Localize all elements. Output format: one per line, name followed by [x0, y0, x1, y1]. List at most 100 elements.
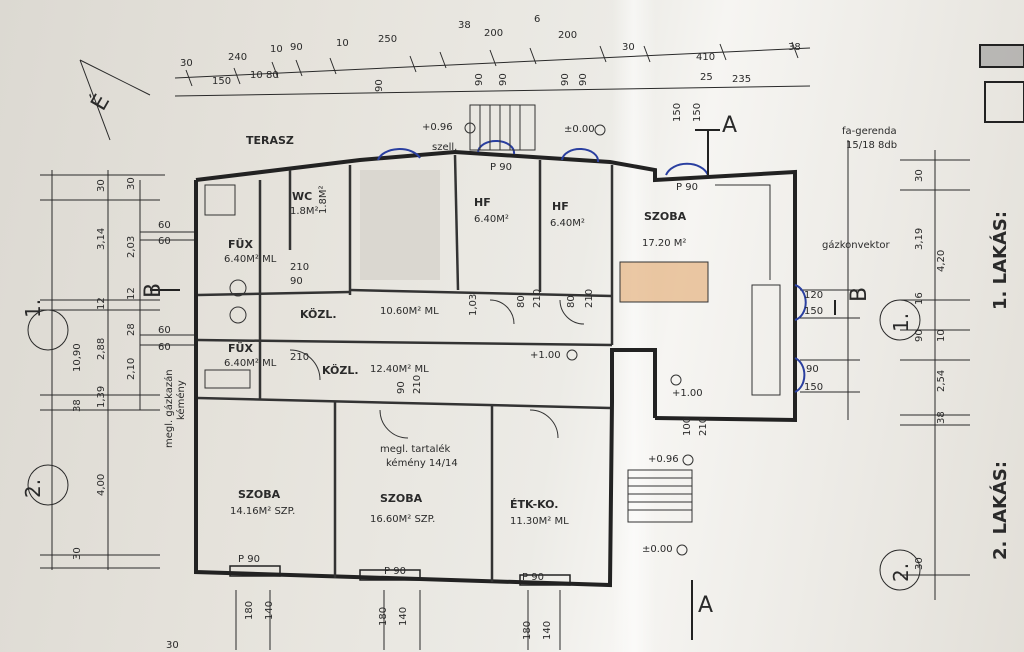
room-szoba-3-name: SZOBA — [380, 492, 423, 505]
top-dim-1: 30 — [180, 58, 193, 69]
left-dim-3: 3,14 — [96, 228, 107, 250]
axis-circle-1-right — [879, 299, 921, 341]
room-hf-2-name: HF — [552, 200, 569, 213]
right-dim-1: 30 — [914, 169, 925, 182]
room-kozl-2-name: KÖZL. — [322, 363, 359, 377]
top-dim-7: 38 — [458, 20, 471, 31]
top-dim-5: 10 — [336, 38, 349, 49]
outer-wall-north-east — [195, 149, 797, 423]
right-dim-5: 90 — [914, 329, 925, 342]
room-kozl-2-area: 12.40M² ML — [370, 364, 429, 375]
room-szoba-2-name: SZOBA — [238, 488, 281, 501]
bottom-dim-3: 180 — [378, 607, 389, 626]
window-south-1 — [229, 565, 281, 577]
top-dim-13: 38 — [788, 42, 801, 53]
window-south-2 — [359, 569, 421, 581]
top-dimension-line-1 — [174, 47, 811, 79]
misc-dim-3: 210 — [290, 352, 309, 363]
misc-dim-6: 1,03 — [468, 294, 479, 316]
misc-dim-12: 210 — [412, 375, 423, 394]
stair-wall — [610, 348, 657, 418]
room-etk-ko-name: ÉTK-KO. — [510, 498, 558, 511]
level-1: +0.96 — [422, 122, 453, 133]
left-dim-6: 1,39 — [96, 386, 107, 408]
top-dim-9: 6 — [534, 14, 540, 25]
note-fa-gerenda: fa-gerenda — [842, 126, 897, 137]
left-dim-4: 12 — [96, 297, 107, 310]
left-inner-dim-2: 2,03 — [126, 236, 137, 258]
bottom-dim-2: 140 — [264, 601, 275, 620]
win-dim-3: 90 — [560, 73, 571, 86]
door-arc-2 — [379, 409, 409, 439]
left-inner-dim-6: 60 — [158, 220, 171, 231]
room-hf-2-area: 6.40M² — [550, 218, 585, 229]
level-6: ±0.00 — [642, 544, 673, 555]
fux-boiler — [229, 306, 247, 324]
misc-dim-9: 100 — [682, 417, 693, 436]
level-2: ±0.00 — [564, 124, 595, 135]
top-dim-12: 410 — [696, 52, 715, 63]
door-label-3: P 90 — [522, 572, 544, 583]
room-fux-2-area: 6.40M² ML — [224, 358, 277, 369]
top-dim-2: 240 — [228, 52, 247, 63]
axis-label-1-left: 1. — [21, 299, 45, 318]
bottom-dim-7: 30 — [166, 640, 179, 651]
legend-wall-hatch — [979, 44, 1024, 68]
window-arc-hf2 — [561, 147, 600, 163]
left-dim-5: 2,88 — [96, 338, 107, 360]
misc-dim-11: 90 — [396, 381, 407, 394]
room-wc-area: 1.8M² — [290, 206, 319, 217]
right-dim-7: 2,54 — [936, 370, 947, 392]
right-win-dim-1: 120 — [804, 290, 823, 301]
room-fux-2-name: FÜX — [228, 341, 253, 355]
axis-circle-2-left — [27, 464, 69, 506]
level-4: +1.00 — [672, 388, 703, 399]
note-megl-tartalek: megl. tartalék — [380, 443, 451, 455]
room-wc-name: WC — [292, 190, 312, 203]
top-dim-8: 200 — [484, 28, 503, 39]
note-gazkonvektor: gázkonvektor — [822, 239, 891, 251]
door-arc-3 — [529, 409, 559, 439]
win-dim-2: 90 — [474, 73, 485, 86]
left-inner-dim-1: 30 — [126, 177, 137, 190]
bottom-dim-6: 140 — [542, 621, 553, 640]
room-etk-ko-area: 11.30M² ML — [510, 516, 569, 527]
room-terasz-name: TERASZ — [246, 134, 294, 147]
wall-hf-south — [349, 288, 613, 298]
room-kozl-1-area: 10.60M² ML — [380, 306, 439, 317]
dining-table — [619, 261, 709, 303]
window-arc-east-2 — [794, 357, 806, 393]
axis-label-2-right: 2. — [889, 563, 913, 582]
room-hf-1-area: 6.40M² — [474, 214, 509, 225]
bathtub — [204, 369, 251, 389]
legend-wall-outline — [984, 81, 1024, 123]
axis-label-2-left: 2. — [21, 479, 45, 498]
section-label-b-right: B — [847, 287, 872, 302]
room-small-area: 1.8M² — [318, 185, 329, 214]
right-dim-9: 30 — [914, 557, 925, 570]
bottom-dim-5: 180 — [522, 621, 533, 640]
note-fa-gerenda-size: 15/18 8db — [846, 140, 897, 151]
room-szoba-3-area: 16.60M² SZP. — [370, 514, 435, 525]
left-dim-2: 30 — [96, 179, 107, 192]
room-fux-1-name: FÜX — [228, 237, 253, 251]
note-megl-gazkazan: megl. gázkazán — [163, 369, 175, 448]
left-inner-dim-8: 60 — [158, 325, 171, 336]
left-dim-1: 10,90 — [72, 343, 83, 372]
top-dim2-4: 25 — [700, 72, 713, 83]
top-dim2-3: 80 — [266, 70, 279, 81]
note-kemeny: kémény 14/14 — [386, 457, 458, 469]
bottom-dim-1: 180 — [244, 601, 255, 620]
win-dim-6: 150 — [692, 103, 703, 122]
door-label-2: P 90 — [384, 566, 406, 577]
paper-fold — [612, 0, 656, 652]
bottom-dim-4: 140 — [398, 607, 409, 626]
wall-kozl-north — [197, 338, 613, 347]
right-dim-3: 16 — [914, 292, 925, 305]
right-dim-6: 10 — [936, 329, 947, 342]
right-dim-8: 38 — [936, 411, 947, 424]
outer-wall-south-west — [194, 180, 614, 588]
terasz-blurred-area — [360, 170, 440, 280]
sofa-outline — [715, 184, 771, 280]
